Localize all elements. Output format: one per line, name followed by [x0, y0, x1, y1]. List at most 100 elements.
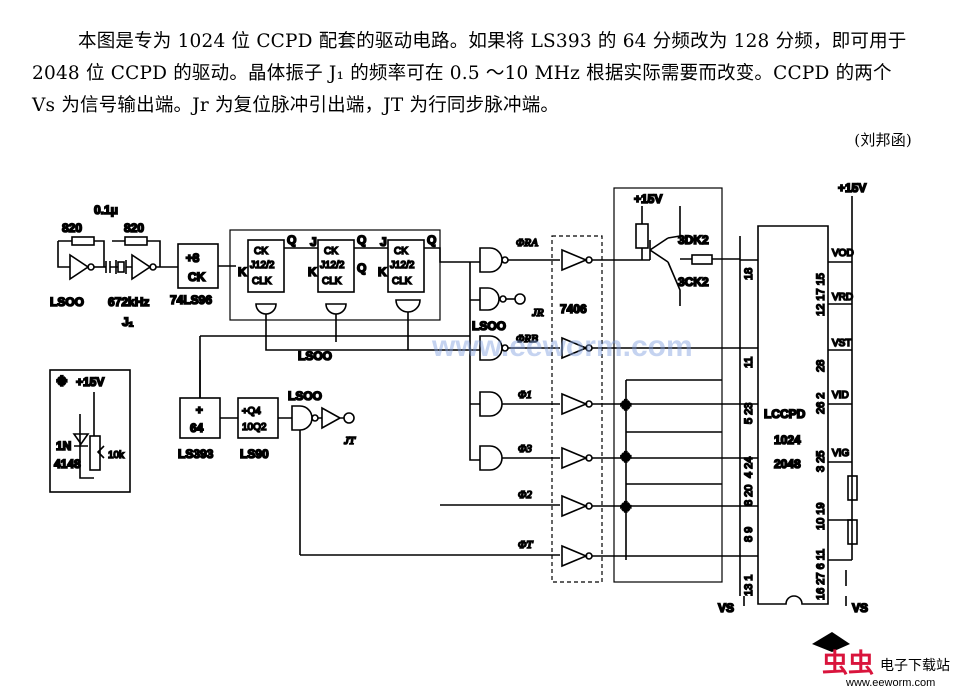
- q3-label: Q: [427, 233, 436, 247]
- phi3-label: Φ3: [518, 443, 532, 455]
- ccpd-label-c: 2048: [774, 457, 801, 471]
- lsoo-gate-label: LSOO: [472, 319, 506, 333]
- pin-8-20: 8 20: [743, 485, 755, 506]
- vcc-ccpd-label: +15V: [838, 181, 866, 195]
- ff3-ck: CK: [394, 246, 408, 257]
- jt-label: JT: [344, 435, 356, 447]
- nand-jt: [291, 405, 313, 431]
- watermark: www.eeworm.com: [431, 330, 693, 363]
- div10-label-b: 10Q2: [242, 422, 267, 433]
- diode-label-b: 4148: [54, 457, 81, 471]
- inverter-gate-2: [131, 253, 152, 281]
- lsoo-mid-label: LSOO: [298, 349, 332, 363]
- caption: 本图是专为 1024 位 CCPD 配套的驱动电路。如果将 LS393 的 64…: [32, 26, 912, 156]
- pin-18: 18: [743, 268, 755, 280]
- r2-label: 820: [124, 221, 144, 235]
- pin-16-27: 16 27 6 11: [815, 549, 827, 600]
- pin-11: 11: [743, 357, 755, 368]
- nand-ff2: [325, 303, 347, 315]
- flip-flop-2: [317, 239, 355, 293]
- k3-label: K: [378, 265, 387, 279]
- lsoo-bot-label: LSOO: [288, 389, 322, 403]
- osc-gate-label: LSOO: [50, 295, 84, 309]
- inverter-gate-1: [69, 253, 90, 281]
- pin-5-23: 5 23: [743, 403, 755, 424]
- vod-label: VOD: [832, 248, 854, 259]
- output-gates: ΦRA JR LSOO ΦRB Φ1 Φ3 Φ2 ΦT: [300, 236, 560, 556]
- ff2-ck: CK: [324, 246, 338, 257]
- ic96-label: 74LS96: [170, 293, 212, 307]
- nand-jr: [479, 287, 500, 311]
- r1-label: 820: [62, 221, 82, 235]
- pin-4-24: 4 24: [743, 457, 755, 478]
- ff3-j: J12/2: [390, 260, 415, 271]
- flip-flop-3: [387, 239, 425, 293]
- inset-box: [49, 369, 131, 493]
- diode-label-a: 1N: [56, 439, 71, 453]
- phit-label: ΦT: [518, 539, 533, 551]
- pot-label: 10k: [108, 450, 125, 461]
- resistor-output: [691, 254, 713, 265]
- resistor-r1: [71, 236, 95, 246]
- oscillator: 0.1μ 820 820 LSOO 672kHz J₁: [49, 202, 178, 330]
- div8-ck-label: CK: [188, 270, 206, 284]
- logo-site-text: 电子下载站: [880, 658, 950, 674]
- buffer-7406: 7406: [551, 235, 740, 583]
- jr-label: JR: [532, 307, 544, 319]
- crystal-label: 672kHz: [108, 295, 149, 309]
- j1-label: J₁: [122, 315, 134, 329]
- nand-ff3: [395, 299, 421, 313]
- ff2-j: J12/2: [320, 260, 345, 271]
- q1-label: Q: [287, 233, 296, 247]
- inset-vcc-label: +15V: [76, 375, 104, 389]
- nand-ra: [479, 247, 503, 273]
- vid-label: VID: [832, 390, 849, 401]
- ccpd-body: [757, 225, 829, 605]
- jt-terminal: [343, 412, 355, 424]
- nand-ff1: [255, 303, 277, 315]
- star-2: ※: [620, 451, 632, 465]
- caption-text: 本图是专为 1024 位 CCPD 配套的驱动电路。如果将 LS393 的 64…: [32, 31, 907, 116]
- vst-label: VST: [832, 338, 851, 349]
- jr-terminal: [514, 293, 526, 305]
- star-3: ※: [620, 501, 632, 515]
- resistor-base: [635, 223, 649, 249]
- div64-label-a: ÷: [196, 403, 203, 417]
- resistor-r2: [124, 236, 148, 246]
- ff1-j: J12/2: [250, 260, 275, 271]
- ff1-ck: CK: [254, 246, 268, 257]
- j2-label: J: [310, 235, 317, 249]
- pin-28: 28: [815, 360, 827, 372]
- k1-label: K: [238, 265, 247, 279]
- site-logo: 虫虫 电子下载站 www.eeworm.com: [812, 632, 950, 688]
- phi-rb-label: ΦRB: [516, 333, 538, 345]
- pin-26-2: 26 2: [815, 393, 827, 414]
- vs-label-left: VS: [718, 601, 734, 615]
- ff3-clk: CLK: [392, 276, 412, 287]
- caption-author: (刘邦函): [854, 131, 912, 149]
- vs-label-right: VS: [852, 601, 868, 615]
- logo-url-text: www.eeworm.com: [845, 677, 935, 688]
- div8-label: ÷8: [186, 251, 200, 265]
- cap-label: 0.1μ: [94, 203, 118, 217]
- ls90-label: LS90: [240, 447, 269, 461]
- q2-label: Q: [357, 233, 366, 247]
- ccpd-label-b: 1024: [774, 433, 801, 447]
- div64-label-b: 64: [190, 421, 204, 435]
- divider-8: ÷8 CK 74LS96: [169, 243, 236, 308]
- nand-phi1: [479, 391, 503, 417]
- crystal: [117, 261, 125, 273]
- resistor-vig: [847, 475, 858, 501]
- flip-flops: CK J12/2 CLK CK J12/2 CLK CK J12/2 CLK K…: [229, 229, 480, 364]
- counter-chain: ÷ 64 LS393 ÷Q4 10Q2 LS90 LSOO JT: [177, 335, 470, 555]
- star-1: ※: [620, 399, 632, 413]
- phi2-label: Φ2: [518, 489, 532, 501]
- ccpd-chip: LCCPD 1024 2048 18 11 5 23 4 24 8 20 8 9…: [717, 180, 869, 616]
- j3-label: J: [380, 235, 387, 249]
- pin-12-17-15: 12 17 15: [815, 273, 827, 316]
- vcc-transistor-label: +15V: [634, 192, 662, 206]
- div10-label-a: ÷Q4: [242, 406, 261, 417]
- bias-inset: ※ +15V 1N 4148 10k: [49, 369, 131, 493]
- transistor-driver: +15V 3DK2 3CK2 ※ ※ ※: [613, 187, 740, 583]
